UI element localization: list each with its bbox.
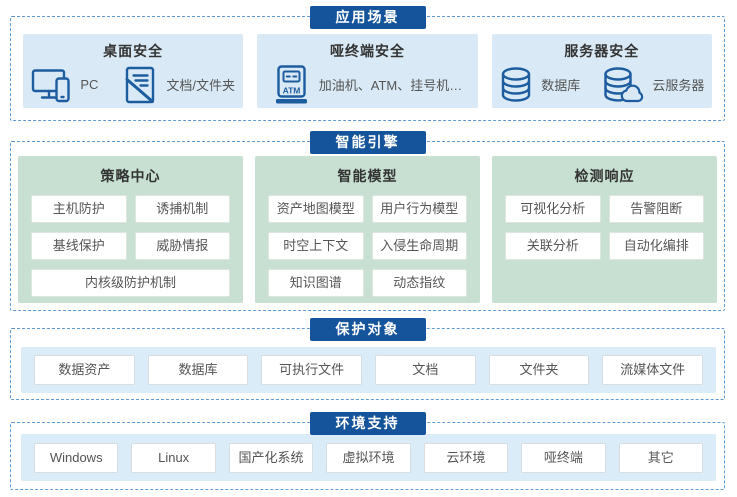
panel-detection-response: 检测响应 可视化分析 告警阻断 关联分析 自动化编排 (492, 156, 717, 303)
svg-text:ATM: ATM (282, 85, 300, 95)
feature-box: 时空上下文 (268, 232, 364, 260)
scene-item-label: PC (80, 77, 99, 92)
document-folder-icon (120, 66, 158, 104)
feature-box: 用户行为模型 (371, 195, 467, 223)
card-server-security: 服务器安全 数据库 (491, 34, 712, 108)
feature-box: 知识图谱 (268, 269, 364, 297)
card-desktop-security: 桌面安全 PC (23, 34, 244, 108)
card-title: 桌面安全 (103, 43, 164, 59)
object-box: 数据资产 (34, 355, 135, 385)
environment-box: 虚拟环境 (326, 442, 411, 473)
object-box: 数据库 (147, 355, 249, 385)
section-protected-objects: 保护对象 数据资产 数据库 可执行文件 文档 文件夹 流媒体文件 (10, 318, 725, 400)
feature-box: 动态指纹 (371, 269, 467, 297)
section-title-intelligent-engine: 智能引擎 (309, 131, 426, 154)
panel-intelligent-model: 智能模型 资产地图模型 用户行为模型 时空上下文 入侵生命周期 知识图谱 动态指… (255, 156, 480, 303)
feature-box: 可视化分析 (505, 195, 601, 223)
section-title-application-scenarios: 应用场景 (309, 6, 426, 29)
section-title-environment-support: 环境支持 (309, 412, 426, 435)
feature-box: 基线保护 (31, 232, 127, 260)
feature-box: 资产地图模型 (268, 195, 364, 223)
section-title-protected-objects: 保护对象 (309, 318, 426, 341)
card-title: 哑终端安全 (329, 43, 405, 59)
scenario-cards: 桌面安全 PC (23, 34, 712, 108)
scene-item-terminals: ATM 加油机、ATM、挂号机… (273, 64, 463, 105)
feature-box: 主机防护 (31, 195, 127, 223)
panel-title: 智能模型 (337, 168, 398, 184)
pc-icon (31, 67, 72, 103)
panel-title: 策略中心 (100, 168, 161, 184)
feature-box: 威胁情报 (134, 232, 230, 260)
feature-box: 自动化编排 (608, 232, 704, 260)
scene-item-database: 数据库 (499, 66, 580, 104)
scene-item-label: 文档/文件夹 (166, 78, 235, 93)
environment-box: 国产化系统 (228, 442, 314, 473)
section-environment-support: 环境支持 Windows Linux 国产化系统 虚拟环境 云环境 哑终端 其它 (10, 412, 725, 490)
section-application-scenarios: 应用场景 桌面安全 PC (10, 6, 725, 121)
scene-item-pc: PC (31, 67, 98, 103)
feature-box: 内核级防护机制 (31, 269, 230, 297)
protected-objects-band: 数据资产 数据库 可执行文件 文档 文件夹 流媒体文件 (21, 347, 716, 393)
object-box: 文档 (375, 355, 476, 385)
feature-box: 诱捕机制 (134, 195, 230, 223)
engine-panels: 策略中心 主机防护 诱捕机制 基线保护 威胁情报 内核级防护机制 智能模型 资产… (18, 156, 717, 303)
section-intelligent-engine: 智能引擎 策略中心 主机防护 诱捕机制 基线保护 威胁情报 内核级防护机制 智能… (10, 131, 725, 311)
panel-policy-center: 策略中心 主机防护 诱捕机制 基线保护 威胁情报 内核级防护机制 (18, 156, 243, 303)
object-box: 可执行文件 (261, 355, 363, 385)
feature-box: 关联分析 (505, 232, 601, 260)
scene-item-documents: 文档/文件夹 (120, 66, 235, 104)
feature-box: 入侵生命周期 (371, 232, 467, 260)
scene-item-label: 数据库 (541, 78, 581, 93)
card-title: 服务器安全 (564, 43, 640, 59)
environment-box: 哑终端 (521, 442, 606, 473)
scene-item-cloud-server: 云服务器 (602, 66, 704, 104)
environment-box: Windows (34, 442, 119, 473)
scene-item-label: 加油机、ATM、挂号机… (318, 78, 463, 93)
object-box: 流媒体文件 (602, 355, 704, 385)
atm-icon: ATM (273, 64, 311, 105)
cloud-server-icon (602, 66, 644, 104)
scene-item-label: 云服务器 (652, 78, 705, 93)
feature-box: 告警阻断 (608, 195, 704, 223)
database-icon (499, 66, 533, 104)
environment-band: Windows Linux 国产化系统 虚拟环境 云环境 哑终端 其它 (21, 434, 716, 481)
card-dumb-terminal-security: 哑终端安全 ATM 加油机、ATM、挂号机… (257, 34, 478, 108)
object-box: 文件夹 (488, 355, 590, 385)
panel-title: 检测响应 (574, 168, 635, 184)
environment-box: 其它 (618, 442, 703, 473)
environment-box: 云环境 (423, 442, 509, 473)
environment-box: Linux (131, 442, 216, 473)
